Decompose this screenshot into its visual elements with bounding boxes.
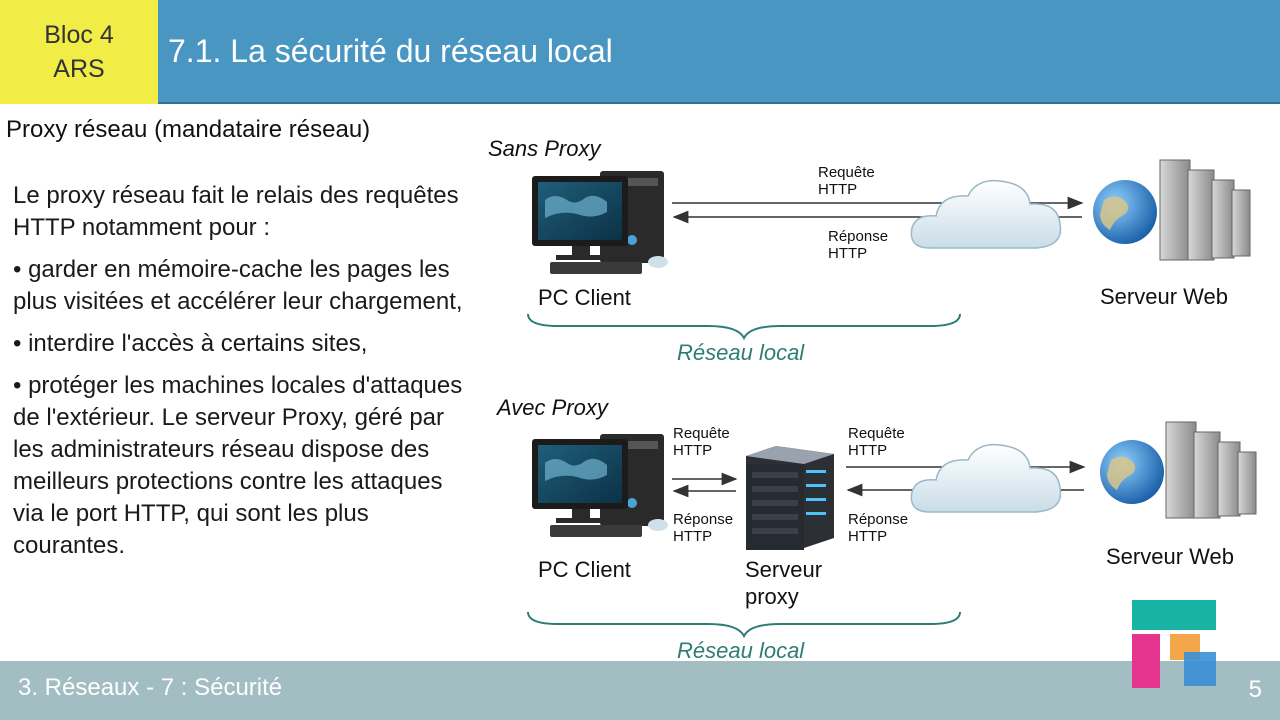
proxy-label: Serveur <box>745 557 822 582</box>
pc-client-icon <box>532 171 668 274</box>
top-client-label: PC Client <box>538 285 631 310</box>
bottom-network-label: Réseau local <box>677 638 805 663</box>
slide-subtitle: Proxy réseau (mandataire réseau) <box>6 116 371 143</box>
bottom-diagram-title: Avec Proxy <box>495 395 610 420</box>
top-response-label-2: HTTP <box>828 245 867 262</box>
body-text: Le proxy réseau fait le relais des requê… <box>13 180 473 572</box>
internet-cloud-icon <box>910 179 1062 249</box>
brand-logo-icon <box>1132 600 1216 688</box>
slide-header: 7.1. La sécurité du réseau local <box>158 0 1280 104</box>
proxy-server-icon <box>746 446 834 550</box>
intro-paragraph: Le proxy réseau fait le relais des requê… <box>13 182 459 241</box>
bottom-left-request-label: Requête <box>673 425 730 442</box>
top-request-label: Requête <box>818 164 875 181</box>
page-number: 5 <box>1248 676 1262 703</box>
bullet-protect: • protéger les machines locales d'attaqu… <box>13 372 463 559</box>
bullet-block-sites: • interdire l'accès à certains sites, <box>13 330 368 357</box>
proxy-label-2: proxy <box>745 584 799 609</box>
footer-section: 3. Réseaux - 7 : Sécurité <box>18 674 283 701</box>
bloc-code: ARS <box>53 55 105 83</box>
bloc-badge: Bloc 4 ARS <box>0 0 158 104</box>
internet-cloud-icon <box>910 443 1062 513</box>
top-request-label-2: HTTP <box>818 181 857 198</box>
footer-bar <box>0 661 1280 720</box>
slide-title: 7.1. La sécurité du réseau local <box>168 32 613 69</box>
bottom-left-response-label: Réponse <box>673 511 733 528</box>
top-response-label: Réponse <box>828 228 888 245</box>
bottom-right-response-label-2: HTTP <box>848 528 887 545</box>
bullet-cache: • garder en mémoire-cache les pages les … <box>13 256 463 315</box>
bloc-number: Bloc 4 <box>44 21 114 49</box>
top-network-brace <box>527 313 961 341</box>
top-network-label: Réseau local <box>677 340 805 365</box>
top-diagram-title: Sans Proxy <box>488 136 602 161</box>
pc-client-icon <box>532 434 668 537</box>
bottom-right-request-label: Requête <box>848 425 905 442</box>
top-server-label: Serveur Web <box>1100 284 1228 309</box>
web-server-icon <box>1093 159 1251 261</box>
bottom-left-request-label-2: HTTP <box>673 442 712 459</box>
bottom-client-label: PC Client <box>538 557 631 582</box>
web-server-icon <box>1100 421 1257 519</box>
bottom-network-brace <box>527 611 961 639</box>
bottom-left-response-label-2: HTTP <box>673 528 712 545</box>
bottom-right-request-label-2: HTTP <box>848 442 887 459</box>
bottom-server-label: Serveur Web <box>1106 544 1234 569</box>
bottom-right-response-label: Réponse <box>848 511 908 528</box>
